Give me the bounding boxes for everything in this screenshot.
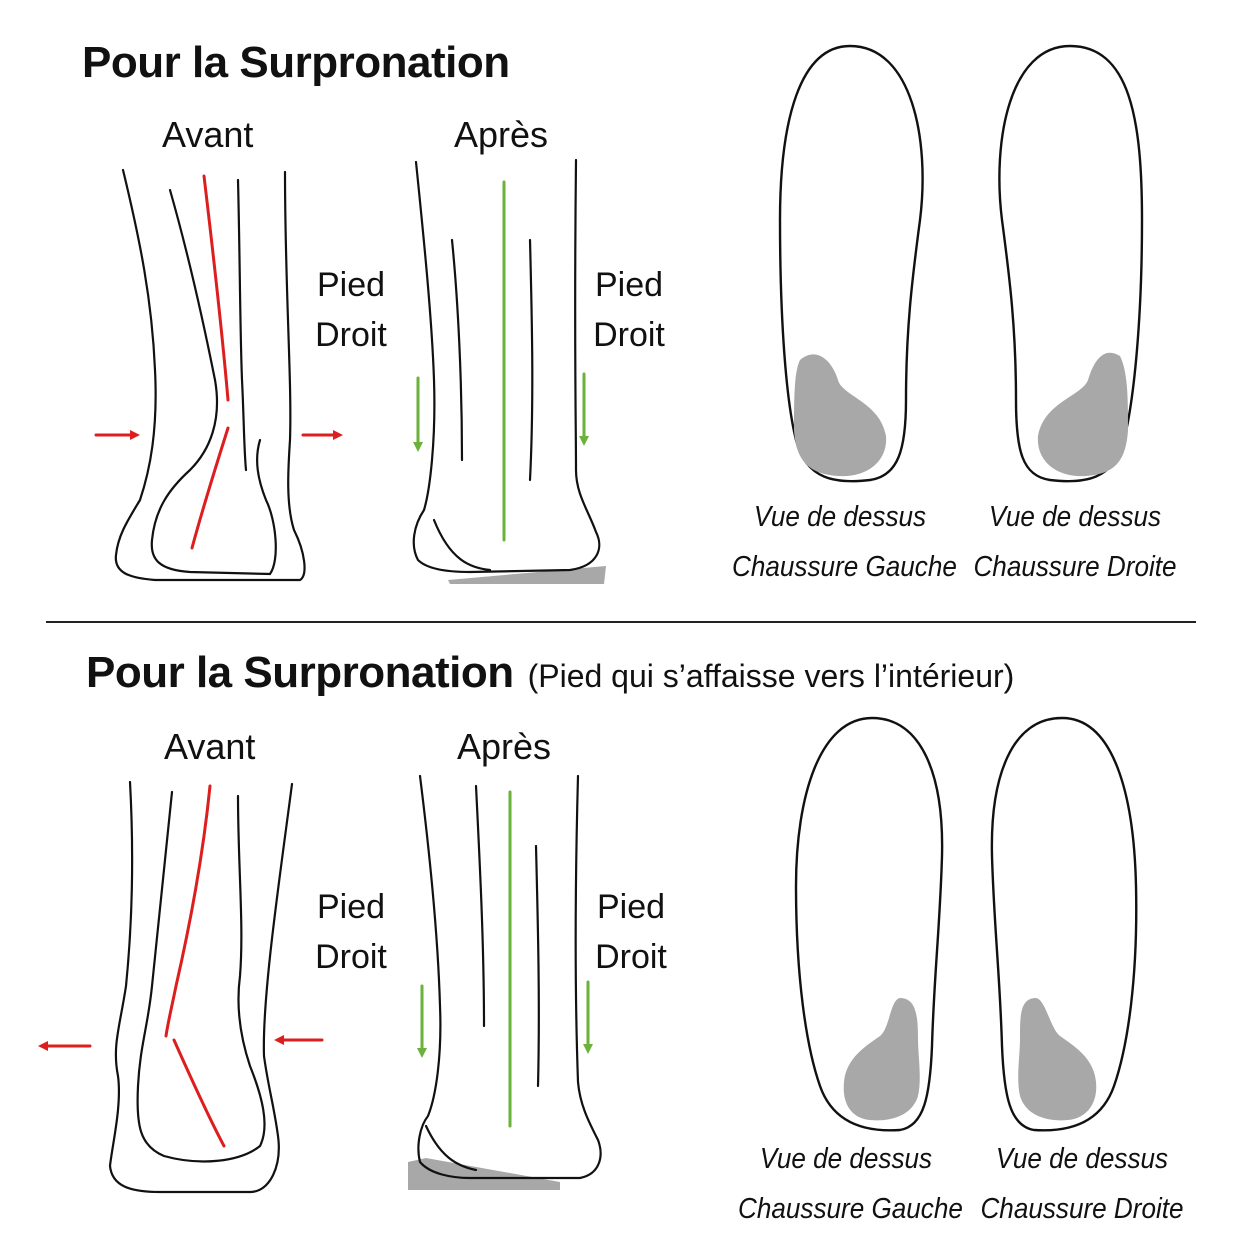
- right-foot-label: Pied Droit: [306, 260, 396, 360]
- right-foot-label-after: Pied Droit: [586, 882, 676, 982]
- heel-pad-gray: [1037, 352, 1128, 477]
- down-arrow-left-head: [413, 442, 423, 452]
- caption-line-1: Vue de dessus: [988, 501, 1162, 533]
- left-shoe-insole: [794, 716, 944, 1132]
- left-shoe-caption: Vue de dessus Chaussure Gauche: [732, 492, 957, 592]
- caption-line-2: Chaussure Gauche: [732, 551, 957, 583]
- down-arrow-right-head: [583, 1044, 593, 1054]
- before-label: Avant: [164, 726, 256, 767]
- foot-label-line-2: Droit: [315, 938, 387, 976]
- tendon-line-lower: [172, 1038, 226, 1148]
- pressure-arrow-right-head: [274, 1035, 284, 1045]
- before-label: Avant: [162, 114, 254, 155]
- top-section: Pour la Surpronation Avant Après Pied Dr…: [0, 0, 1254, 620]
- foot-label-line-1: Pied: [316, 266, 386, 304]
- caption-line-1: Vue de dessus: [753, 501, 927, 533]
- left-shoe-insole: [778, 44, 924, 483]
- bottom-section: Pour la Surpronation (Pied qui s’affaisse…: [0, 626, 1254, 1254]
- after-label: Après: [454, 114, 549, 155]
- right-shoe-insole: [998, 44, 1144, 483]
- foot-label-line-1: Pied: [594, 266, 664, 304]
- right-foot-label-after: Pied Droit: [584, 260, 674, 360]
- tendon-line-lower: [190, 426, 230, 550]
- heel-before-illustration: [94, 168, 343, 582]
- section-divider: [46, 621, 1196, 623]
- after-label: Après: [457, 726, 552, 767]
- down-arrow-right-head: [579, 436, 589, 446]
- right-shoe-insole: [990, 716, 1138, 1132]
- wedge-insert: [408, 1158, 560, 1190]
- foot-label-line-2: Droit: [315, 316, 387, 354]
- insoles-top-view: [794, 716, 1138, 1132]
- foot-label-line-2: Droit: [593, 316, 665, 354]
- heel-pad-gray: [1018, 998, 1097, 1121]
- pressure-arrow-right-head: [333, 430, 343, 440]
- left-shoe-caption: Vue de dessus Chaussure Gauche: [738, 1134, 963, 1234]
- insoles-top-view: [778, 44, 1144, 483]
- foot-label-line-1: Pied: [596, 888, 666, 926]
- tendon-line-upper: [164, 784, 212, 1038]
- heel-after-illustration: [408, 774, 602, 1190]
- right-shoe-caption: Vue de dessus Chaussure Droite: [974, 1134, 1190, 1234]
- foot-label-line-2: Droit: [595, 938, 667, 976]
- heel-after-illustration: [412, 158, 606, 584]
- section-title: Pour la Surpronation (Pied qui s’affaisse…: [86, 648, 1014, 698]
- caption-line-1: Vue de dessus: [995, 1143, 1169, 1175]
- section-title: Pour la Surpronation: [82, 38, 510, 87]
- tendon-line-upper: [202, 174, 230, 402]
- heel-pad-gray: [843, 998, 920, 1121]
- caption-line-2: Chaussure Droite: [980, 1193, 1184, 1225]
- pressure-arrow-left-head: [38, 1041, 48, 1051]
- down-arrow-left-head: [417, 1048, 427, 1058]
- caption-line-2: Chaussure Droite: [973, 551, 1177, 583]
- caption-line-1: Vue de dessus: [759, 1143, 933, 1175]
- heel-before-illustration: [38, 780, 324, 1194]
- pressure-arrow-left-head: [130, 430, 140, 440]
- right-foot-label: Pied Droit: [306, 882, 396, 982]
- heel-pad-gray: [794, 354, 887, 477]
- foot-label-line-1: Pied: [316, 888, 386, 926]
- caption-line-2: Chaussure Gauche: [738, 1193, 963, 1225]
- title-main: Pour la Surpronation: [86, 648, 514, 697]
- right-shoe-caption: Vue de dessus Chaussure Droite: [967, 492, 1183, 592]
- title-subtitle: (Pied qui s’affaisse vers l’intérieur): [527, 658, 1015, 694]
